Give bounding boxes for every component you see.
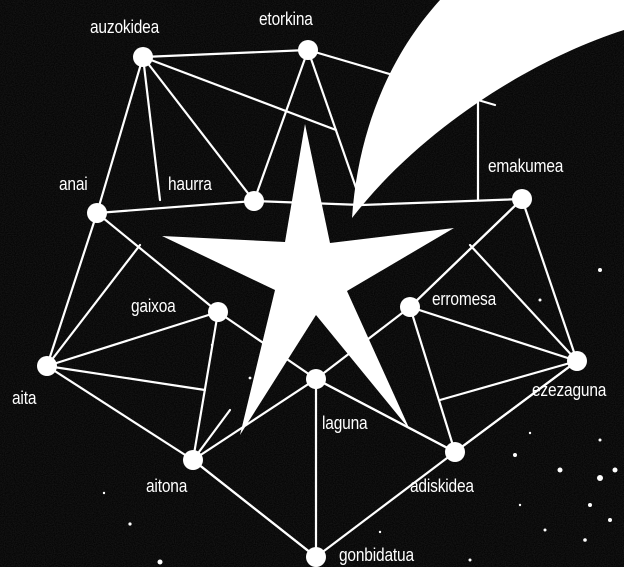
node-dot-haurra bbox=[244, 191, 264, 211]
label-gaixoa: gaixoa bbox=[131, 297, 176, 315]
label-aitona: aitona bbox=[146, 477, 187, 495]
star-speck bbox=[558, 468, 563, 473]
node-dot-emakumea bbox=[512, 189, 532, 209]
label-haurra: haurra bbox=[168, 175, 212, 193]
star-speck bbox=[211, 344, 213, 346]
node-dot-laguna bbox=[306, 369, 326, 389]
star-speck bbox=[158, 560, 163, 565]
star-speck bbox=[613, 468, 618, 473]
star-speck bbox=[128, 522, 131, 525]
label-gonbidatua: gonbidatua bbox=[339, 546, 414, 564]
label-erromesa: erromesa bbox=[432, 290, 496, 308]
node-dot-erromesa bbox=[400, 297, 420, 317]
star-speck bbox=[379, 531, 381, 533]
label-laguna: laguna bbox=[322, 414, 367, 432]
label-aita: aita bbox=[12, 389, 36, 407]
node-dot-gaixoa bbox=[208, 302, 228, 322]
star-speck bbox=[599, 439, 602, 442]
star-speck bbox=[608, 518, 612, 522]
star-speck bbox=[249, 377, 252, 380]
label-anai: anai bbox=[59, 175, 88, 193]
star-speck bbox=[529, 432, 531, 434]
label-adiskidea: adiskidea bbox=[410, 477, 474, 495]
node-dot-auzokidea bbox=[133, 47, 153, 67]
node-dot-etorkina bbox=[298, 40, 318, 60]
node-dot-ezezaguna bbox=[567, 351, 587, 371]
star-speck bbox=[519, 504, 521, 506]
label-emakumea: emakumea bbox=[488, 157, 563, 175]
star-speck bbox=[103, 492, 105, 494]
node-dot-adiskidea bbox=[445, 442, 465, 462]
node-dot-aita bbox=[37, 356, 57, 376]
star-speck bbox=[583, 538, 587, 542]
node-dot-gonbidatua bbox=[306, 547, 326, 567]
label-ezezaguna: ezezaguna bbox=[532, 381, 606, 399]
label-etorkina: etorkina bbox=[259, 10, 313, 28]
star-speck bbox=[539, 299, 542, 302]
node-dot-aitona bbox=[183, 450, 203, 470]
star-speck bbox=[513, 453, 517, 457]
star-speck bbox=[544, 529, 547, 532]
star-speck bbox=[597, 475, 603, 481]
star-speck bbox=[598, 268, 602, 272]
star-speck bbox=[588, 503, 592, 507]
star-speck bbox=[469, 559, 472, 562]
node-dot-anai bbox=[87, 203, 107, 223]
label-auzokidea: auzokidea bbox=[90, 18, 159, 36]
